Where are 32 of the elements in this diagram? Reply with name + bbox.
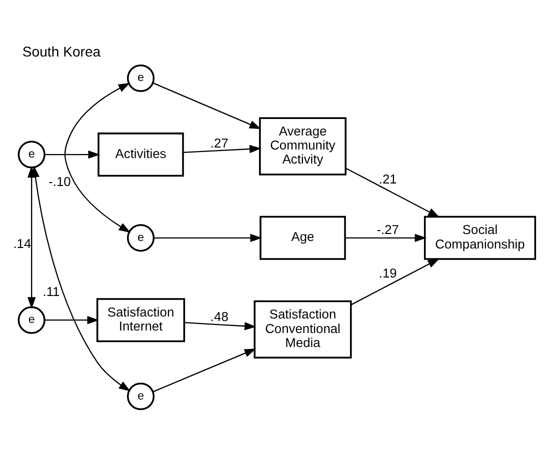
arrow	[44, 150, 100, 159]
node-box: Age	[260, 216, 346, 260]
arrow	[346, 168, 440, 218]
edge-label: .48	[210, 309, 228, 324]
arrow	[351, 258, 440, 306]
arrow	[184, 322, 256, 330]
arrow	[345, 234, 427, 242]
arrow	[183, 144, 262, 154]
node-box: Satisfaction Conventional Media	[254, 300, 352, 359]
node-box: Satisfaction Internet	[96, 298, 186, 342]
arrow	[64, 82, 131, 233]
arrow	[44, 316, 99, 324]
edge-label: -.10	[48, 174, 71, 190]
edge-label: .19	[378, 266, 397, 281]
node-circle: e	[18, 140, 46, 168]
node-box: Social Companionship	[424, 216, 536, 260]
diagram-title: South Korea	[22, 44, 101, 60]
node-box: Average Community Activity	[259, 117, 346, 176]
arrow	[154, 234, 262, 242]
node-circle: e	[126, 382, 155, 410]
edge-label: .27	[210, 135, 228, 150]
arrow	[152, 348, 256, 392]
edge-label: .21	[378, 172, 397, 187]
edge-label: .14	[13, 236, 32, 252]
node-circle: e	[18, 306, 46, 334]
node-circle: e	[126, 224, 155, 252]
edge-label: .11	[42, 284, 60, 300]
node-circle: e	[126, 64, 155, 92]
arrow	[152, 82, 262, 130]
edge-label: -.27	[376, 222, 399, 238]
node-box: Activities	[98, 132, 184, 177]
arrow	[31, 166, 131, 392]
